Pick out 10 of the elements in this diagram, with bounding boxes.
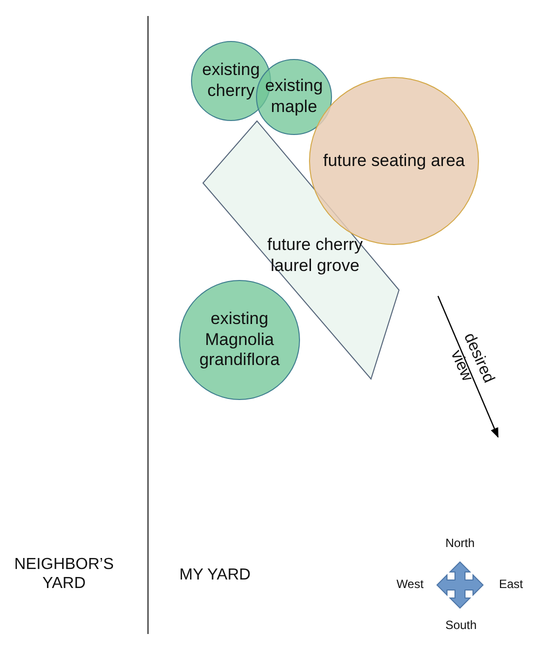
compass-label: West: [396, 576, 424, 592]
node-label: future seating area: [322, 150, 466, 172]
node-label: existing Magnolia grandiflora: [198, 308, 281, 372]
area-label: NEIGHBOR’S YARD: [13, 554, 115, 594]
compass-label: East: [499, 576, 523, 592]
area-label: MY YARD: [179, 565, 251, 585]
node-label: existing maple: [264, 76, 324, 118]
compass-label: South: [445, 618, 477, 632]
node-label: existing cherry: [201, 60, 261, 102]
compass-label: North: [445, 536, 475, 550]
